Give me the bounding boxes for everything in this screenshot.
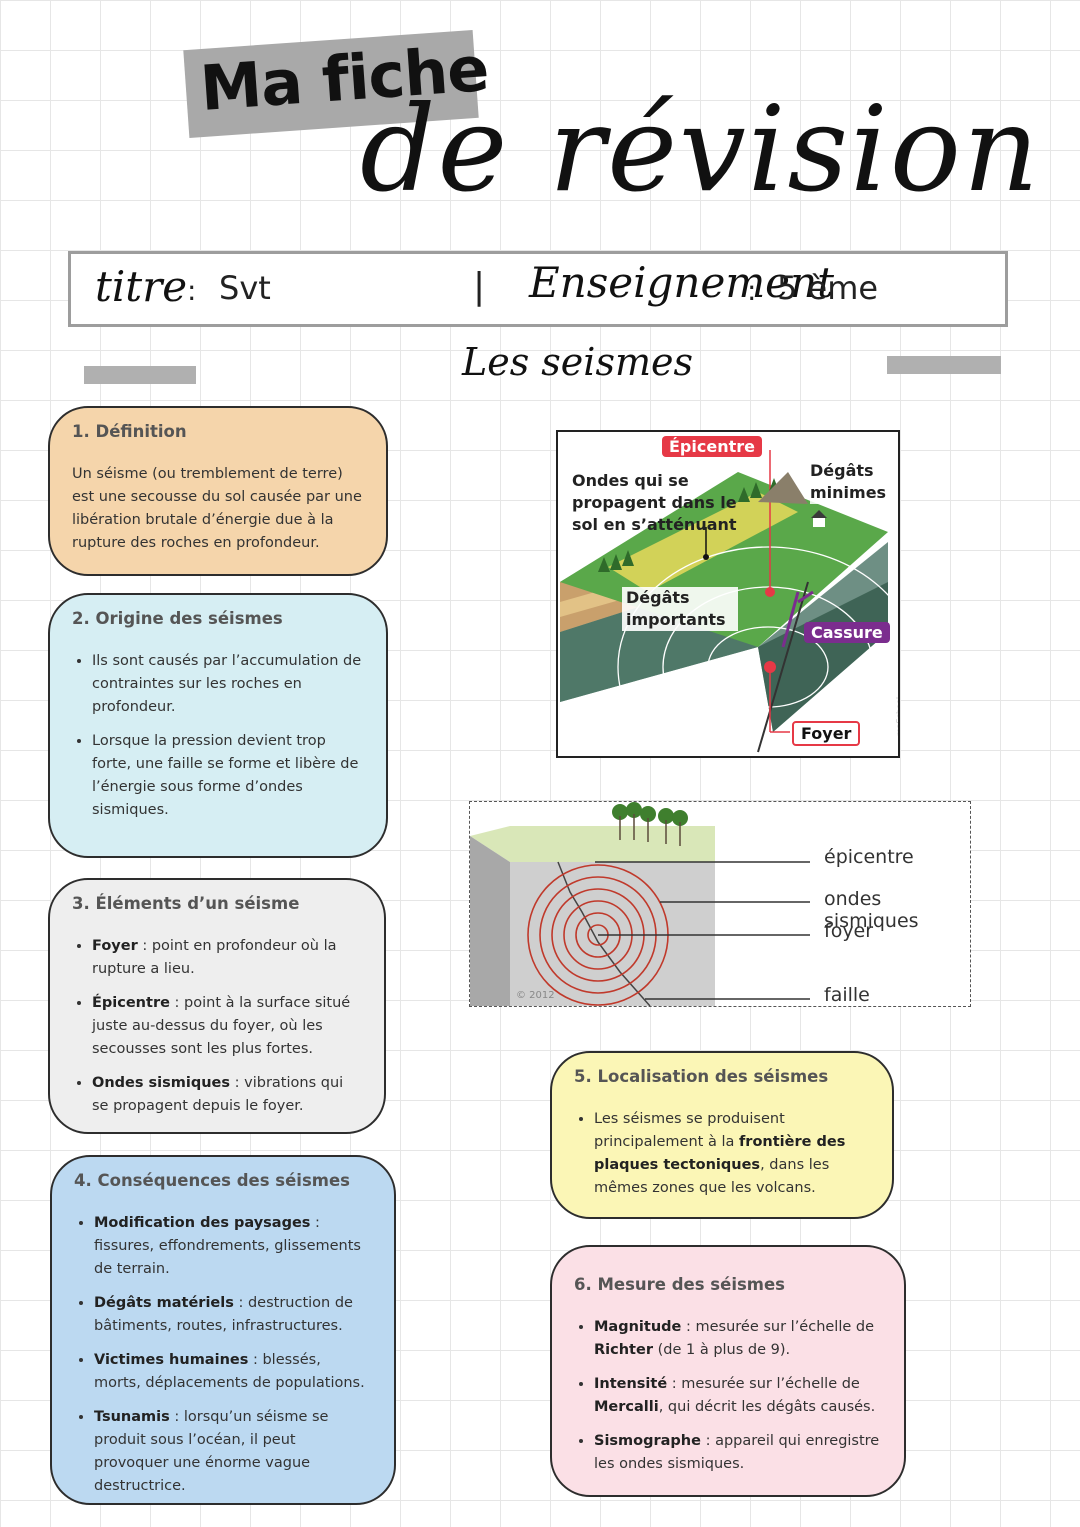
term-text: : lorsqu’un séisme se produit sous l’océ… [94,1409,329,1494]
term: Richter [594,1342,653,1358]
header-separator: | [473,266,486,307]
term: frontière des plaques tectoniques [594,1134,846,1173]
item-text: : mesurée sur l’échelle de [667,1376,860,1392]
enseignement-label: Enseignement [529,258,834,307]
ondes-label: Ondes qui se propagent dans le sol en s’… [572,471,737,534]
cassure-tag: Cassure [804,622,890,643]
term-text: : destruction de bâtiments, routes, infr… [94,1295,353,1334]
card-text: Un séisme (ou tremblement de terre) est … [72,466,362,551]
term-text: : blessés, morts, déplacements de popula… [94,1352,365,1391]
term: Magnitude [594,1319,682,1335]
copyright-text: © 2012 [516,990,555,1001]
list-item: Intensité : mesurée sur l’échelle de Mer… [594,1373,882,1419]
label-ondes-sismiques: ondes sismiques [824,888,919,932]
item-text: : mesurée sur l’échelle de [681,1319,875,1335]
card-heading: 2. Origine des séismes [72,609,283,628]
term: Mercalli [594,1399,659,1415]
list-item: Ondes sismiques : vibrations qui se prop… [92,1072,362,1118]
label-foyer: foyer [824,920,874,942]
list-item: Épicentre : point à la surface situé jus… [92,992,362,1061]
page-subtitle: Les seismes [462,340,693,384]
card-definition: 1. Définition Un séisme (ou tremblement … [48,406,388,576]
label-faille: faille [824,984,870,1006]
epicentre-tag: Épicentre [662,436,762,457]
titre-colon: : [187,274,197,307]
term-text: : point à la surface situé juste au-dess… [92,995,351,1057]
term-text: : vibrations qui se propagent depuis le … [92,1075,344,1114]
card-heading: 5. Localisation des séismes [574,1067,829,1086]
list-item: Les séismes se produisent principalement… [594,1108,870,1200]
item-text: , qui décrit les dégâts causés. [658,1399,876,1415]
term-text: : point en profondeur où la rupture a li… [92,938,337,977]
card-heading: 3. Éléments d’un séisme [72,894,300,913]
card-list: Ils sont causés par l’accumulation de co… [72,650,364,822]
degats-minimes-label: Dégâts minimes [810,460,890,504]
diagram-credit: maSchool [895,696,900,737]
list-item: Lorsque la pression devient trop forte, … [92,730,364,822]
card-heading: 4. Conséquences des séismes [74,1171,350,1190]
item-text: , dans les mêmes zones que les volcans. [594,1157,830,1196]
card-localisation: 5. Localisation des séismes Les séismes … [550,1051,894,1219]
item-text: (de 1 à plus de 9). [652,1342,791,1358]
titre-label: titre [95,262,188,311]
list-item: Magnitude : mesurée sur l’échelle de Ric… [594,1316,882,1362]
term-text: : fissures, effondrements, glissements d… [94,1215,361,1277]
card-elements: 3. Éléments d’un séisme Foyer : point en… [48,878,386,1134]
item-text: Les séismes se produisent principalement… [594,1111,785,1150]
seismic-waves-illustration [470,802,810,1006]
earthquake-block-diagram: Épicentre Ondes qui se propagent dans le… [556,430,900,758]
card-origine: 2. Origine des séismes Ils sont causés p… [48,593,388,858]
decorative-bar-right [887,356,1001,374]
term: Foyer [92,938,138,954]
foyer-tag: Foyer [792,721,861,746]
list-item: Foyer : point en profondeur où la ruptur… [92,935,362,981]
list-item: Dégâts matériels : destruction de bâtime… [94,1292,372,1338]
term: Tsunamis [94,1409,170,1425]
term: Dégâts matériels [94,1295,234,1311]
card-list: Modification des paysages : fissures, ef… [74,1212,372,1498]
term: Modification des paysages [94,1215,311,1231]
decorative-bar-left [84,366,196,384]
term: Ondes sismiques [92,1075,231,1091]
header-info-box: titre : Svt | Enseignement : 5 ème [68,251,1008,327]
list-item: Modification des paysages : fissures, ef… [94,1212,372,1281]
list-item: Ils sont causés par l’accumulation de co… [92,650,364,719]
term: Intensité [594,1376,668,1392]
degats-importants-label: Dégâts importants [622,587,738,631]
label-epicentre: épicentre [824,846,914,868]
list-item: Tsunamis : lorsqu’un séisme se produit s… [94,1406,372,1498]
item-text: : appareil qui enregistre les ondes sism… [594,1433,880,1472]
enseignement-colon: : [747,274,757,307]
list-item: Sismographe : appareil qui enregistre le… [594,1430,882,1476]
page-title-line2: de révision [360,80,1041,218]
card-list: Foyer : point en profondeur où la ruptur… [72,935,362,1118]
term: Victimes humaines [94,1352,249,1368]
enseignement-value: 5 ème [777,269,879,307]
list-item: Victimes humaines : blessés, morts, dépl… [94,1349,372,1395]
titre-value: Svt [219,269,271,307]
card-mesure: 6. Mesure des séismes Magnitude : mesuré… [550,1245,906,1497]
card-heading: 6. Mesure des séismes [574,1275,786,1294]
term: Épicentre [92,995,170,1011]
seismic-waves-diagram: épicentre ondes sismiques foyer faille ©… [469,801,971,1007]
card-consequences: 4. Conséquences des séismes Modification… [50,1155,396,1505]
card-heading: 1. Définition [72,422,187,441]
card-list: Magnitude : mesurée sur l’échelle de Ric… [574,1316,882,1476]
card-list: Les séismes se produisent principalement… [574,1108,870,1200]
term: Sismographe [594,1433,701,1449]
